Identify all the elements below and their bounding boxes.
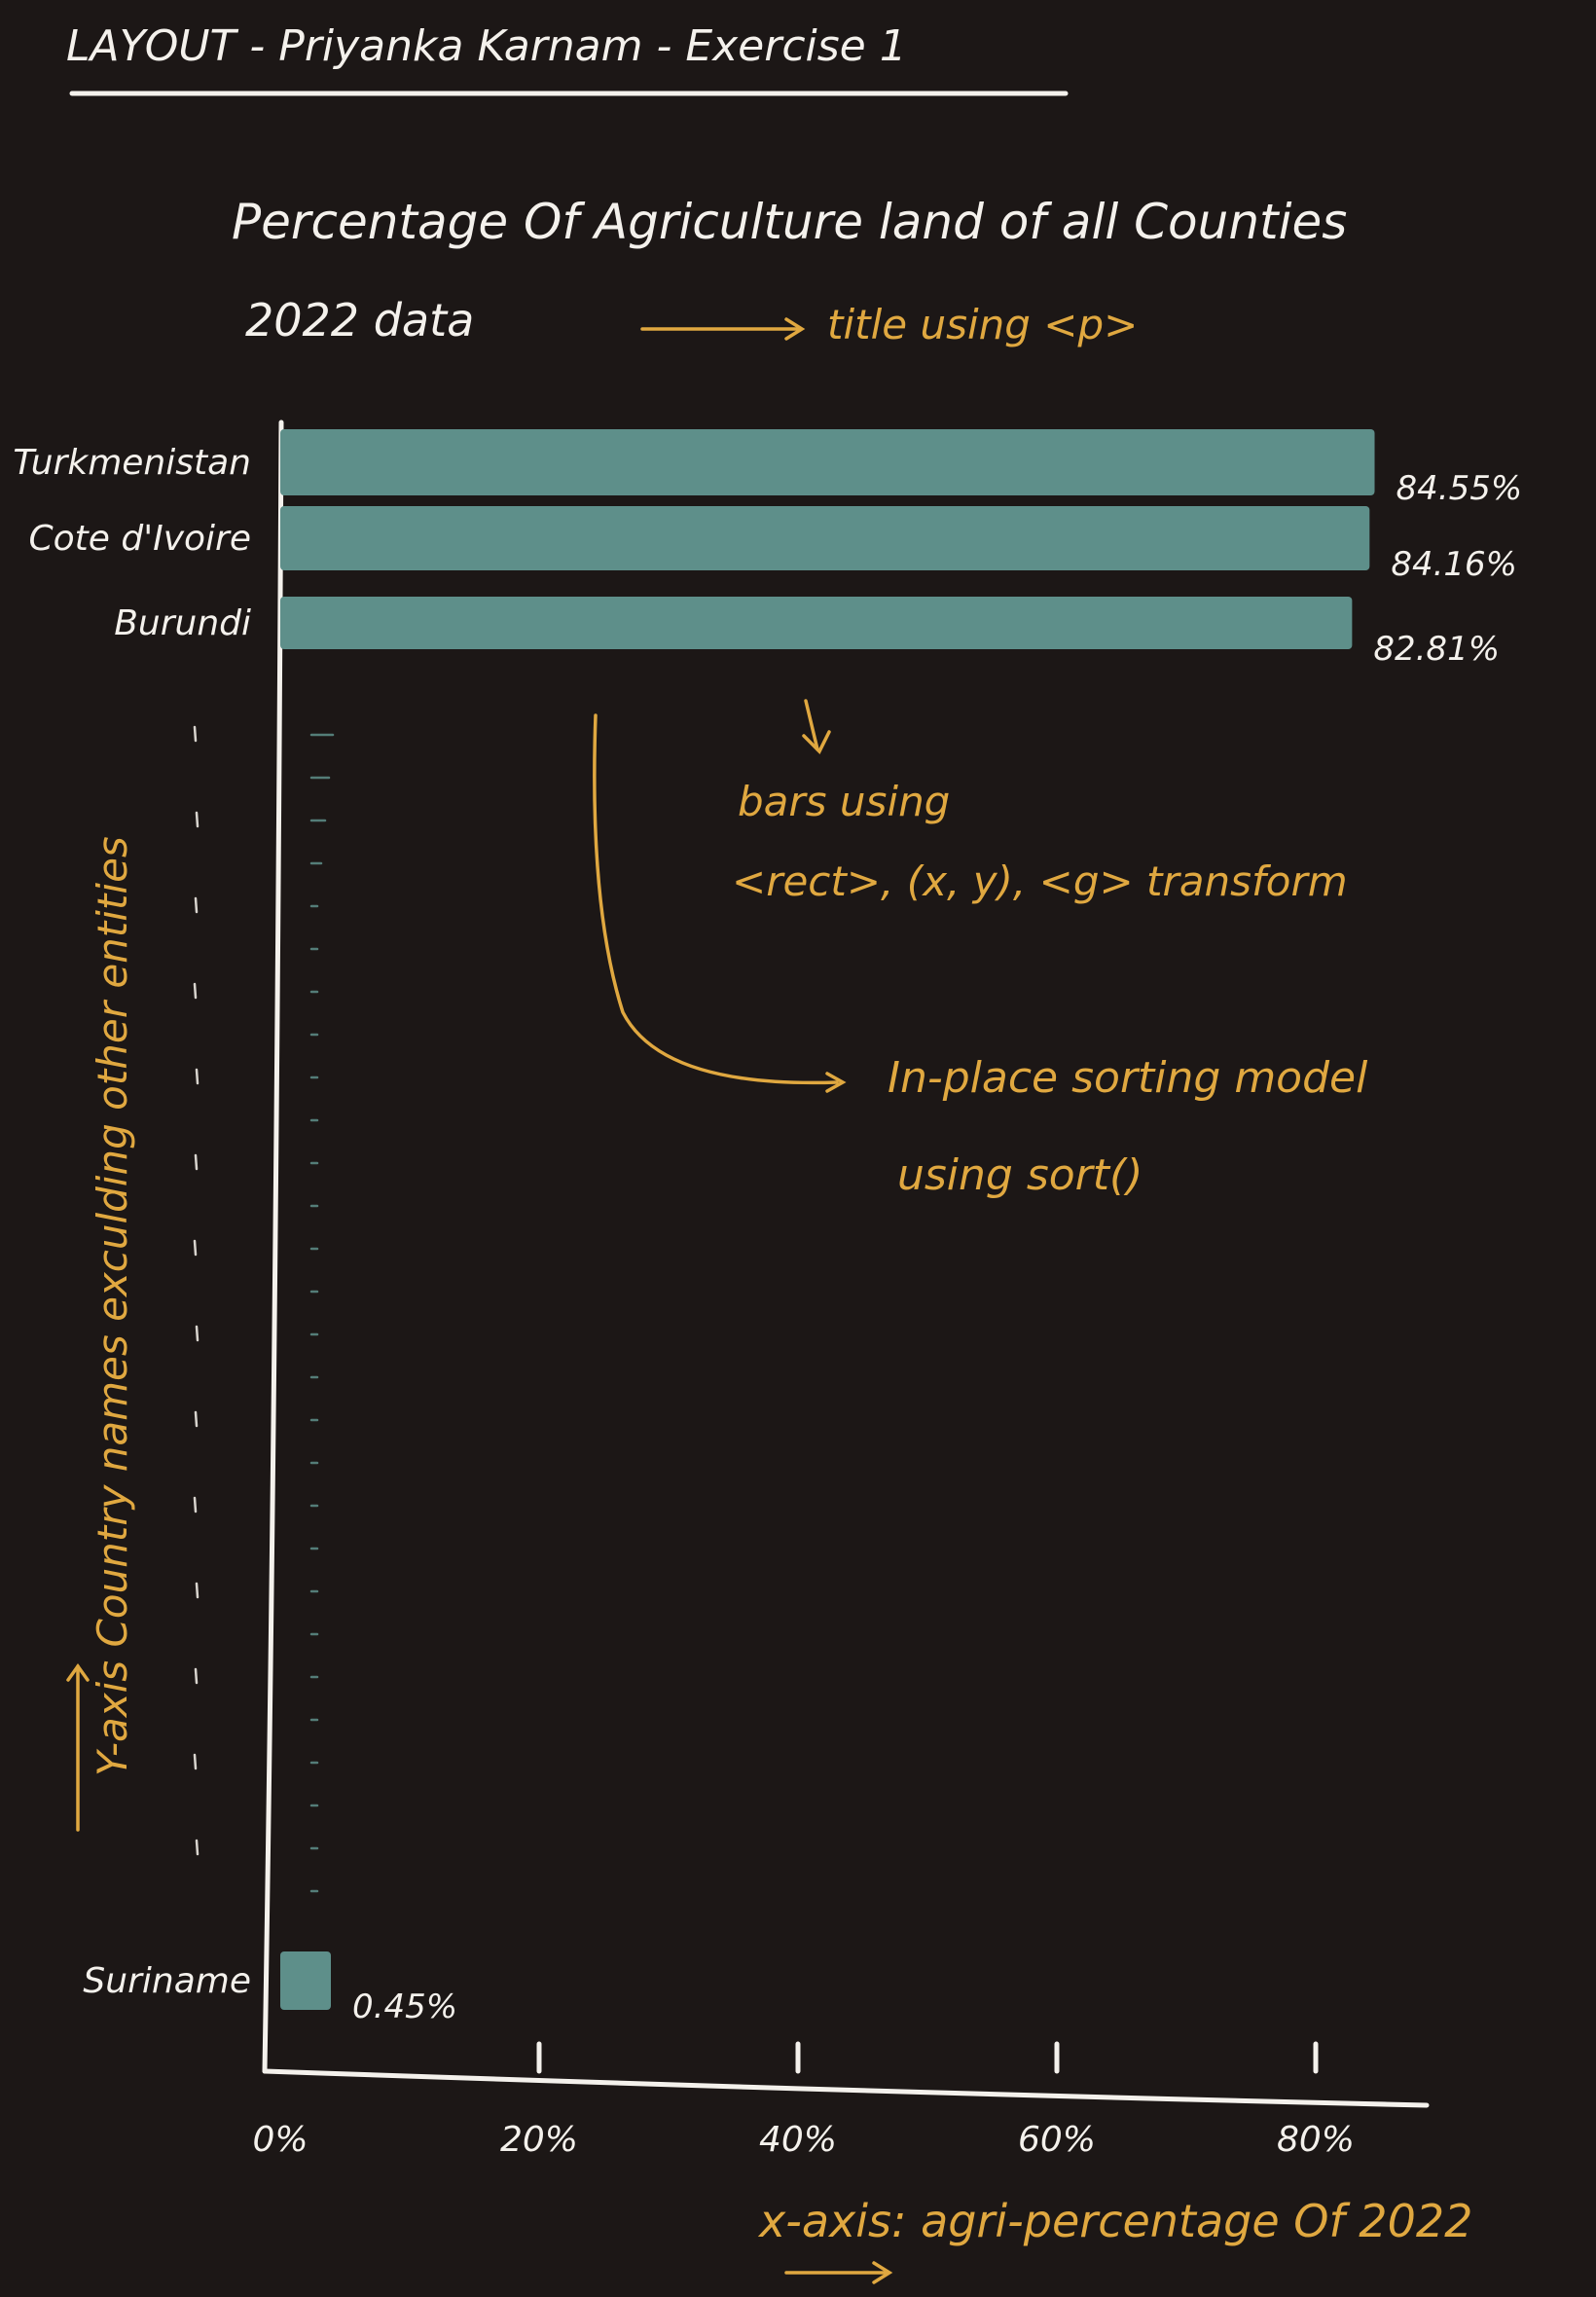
x-axis-label: x-axis: agri-percentage Of 2022 [757, 2195, 1472, 2247]
value-label: 84.16% [1391, 545, 1517, 584]
chart-title: Percentage Of Agriculture land of all Co… [232, 194, 1347, 250]
category-label: Cote d'Ivoire [28, 519, 251, 559]
faint-category-mark [195, 811, 200, 828]
sort-note-arrowhead [825, 1072, 847, 1093]
bar-suriname [280, 1951, 331, 2010]
y-axis-line [262, 419, 284, 2074]
y-axis-label-group: Y-axis Country names exculding other ent… [89, 836, 136, 1776]
x-tick-label: 0% [252, 2120, 308, 2160]
chart-subtitle: 2022 data [245, 294, 474, 346]
faint-category-mark [194, 1667, 199, 1685]
bar-turkmenistan [280, 429, 1375, 495]
faint-category-mark [194, 1153, 199, 1171]
faint-category-mark [195, 1068, 200, 1085]
faint-category-mark [195, 1325, 200, 1342]
category-label: Turkmenistan [13, 443, 251, 483]
y-axis-arrowhead [66, 1662, 90, 1682]
sort-note-line-1: In-place sorting model [888, 1053, 1368, 1103]
bars-note-line-2: <rect>, (x, y), <g> transform [732, 857, 1348, 905]
x-tick-label: 40% [759, 2120, 837, 2160]
y-axis-label: Y-axis Country names exculding other ent… [89, 836, 136, 1776]
value-label: 84.55% [1396, 469, 1523, 508]
faint-category-mark [195, 1582, 200, 1599]
faint-category-mark [193, 982, 198, 1000]
bar-burundi [280, 597, 1353, 649]
page-header: LAYOUT - Priyanka Karnam - Exercise 1 [66, 21, 907, 71]
sort-note-line-2: using sort() [897, 1150, 1143, 1200]
x-ticks: 0% 20% 40% 60% 80% [252, 2041, 1355, 2160]
sort-note-curve [593, 713, 839, 1085]
x-axis-arrowhead [872, 2261, 893, 2284]
x-axis-line [262, 2068, 1430, 2108]
faint-category-mark [193, 1496, 198, 1513]
x-tick-label: 20% [500, 2120, 578, 2160]
x-tick-label: 60% [1018, 2120, 1096, 2160]
category-label: Suriname [83, 1961, 251, 2001]
omitted-countries-marks [193, 725, 335, 1893]
bar-cote-d-ivoire [280, 506, 1370, 570]
category-label: Burundi [114, 603, 251, 643]
bars-note-arrow [804, 699, 819, 751]
faint-category-mark [195, 1839, 200, 1856]
faint-category-mark [194, 1410, 199, 1428]
bars-note-arrowhead [802, 730, 831, 754]
bar-group: Turkmenistan 84.55% Cote d'Ivoire 84.16% Bur… [13, 429, 1522, 2026]
faint-category-mark [193, 1239, 198, 1257]
title-note-arrowhead [784, 317, 806, 341]
faint-category-mark [193, 725, 198, 743]
value-label: 82.81% [1373, 630, 1500, 669]
x-tick-label: 80% [1277, 2120, 1355, 2160]
faint-category-mark [194, 896, 199, 914]
title-note: title using <p> [827, 301, 1138, 348]
faint-category-mark [193, 1753, 198, 1770]
value-label: 0.45% [352, 1987, 457, 2026]
bars-note-line-1: bars using [738, 778, 950, 825]
